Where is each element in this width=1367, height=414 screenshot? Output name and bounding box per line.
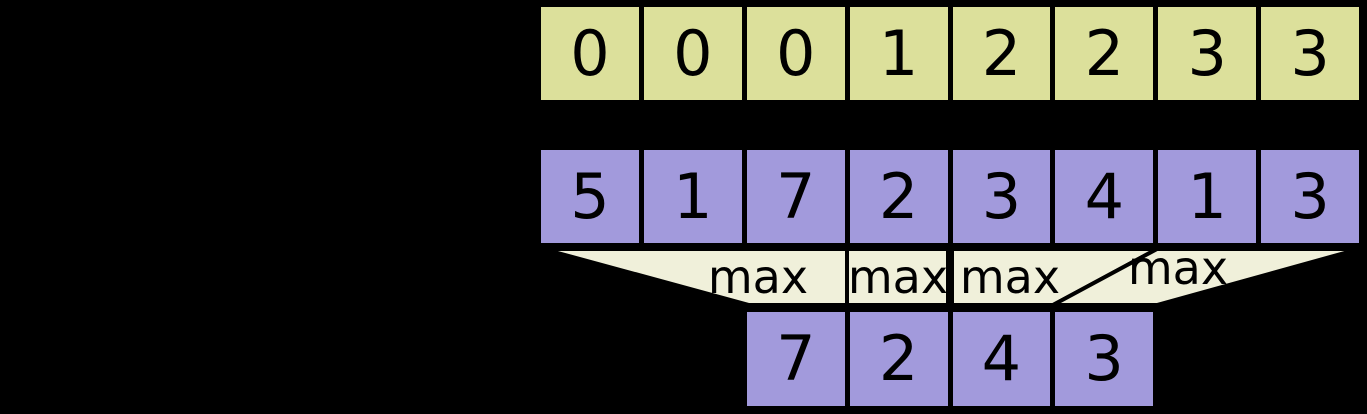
output-cell: 2 xyxy=(849,312,948,406)
segment-id-cell: 1 xyxy=(849,7,948,100)
segment-id-cell: 3 xyxy=(1158,7,1257,100)
data-cell: 1 xyxy=(1158,150,1257,243)
max-funnel-shape-2 xyxy=(845,247,950,307)
segment-id-cell: 0 xyxy=(746,7,845,100)
data-cell: 3 xyxy=(1261,150,1359,243)
max-operator-label: max xyxy=(960,250,1060,304)
data-cell: 7 xyxy=(746,150,845,243)
output-row: 7 2 4 3 xyxy=(747,312,1153,406)
segment-id-cell: 0 xyxy=(541,7,639,100)
data-cell: 1 xyxy=(643,150,742,243)
data-cell: 4 xyxy=(1055,150,1154,243)
data-cell: 2 xyxy=(849,150,948,243)
segment-id-cell: 2 xyxy=(952,7,1051,100)
segment-id-cell: 2 xyxy=(1055,7,1154,100)
max-operator-label: max xyxy=(1128,241,1228,295)
max-funnel-shape-4 xyxy=(1052,247,1360,307)
segment-ids-row: 0 0 0 1 2 2 3 3 xyxy=(541,7,1359,100)
data-cell: 5 xyxy=(541,150,639,243)
data-row: 5 1 7 2 3 4 1 3 xyxy=(541,150,1359,243)
segment-id-cell: 0 xyxy=(643,7,742,100)
max-operator-label: max xyxy=(708,250,808,304)
max-operator-label: max xyxy=(848,250,948,304)
output-cell: 7 xyxy=(747,312,845,406)
data-cell: 3 xyxy=(952,150,1051,243)
output-cell: 3 xyxy=(1055,312,1153,406)
output-cell: 4 xyxy=(952,312,1051,406)
segment-id-cell: 3 xyxy=(1261,7,1359,100)
